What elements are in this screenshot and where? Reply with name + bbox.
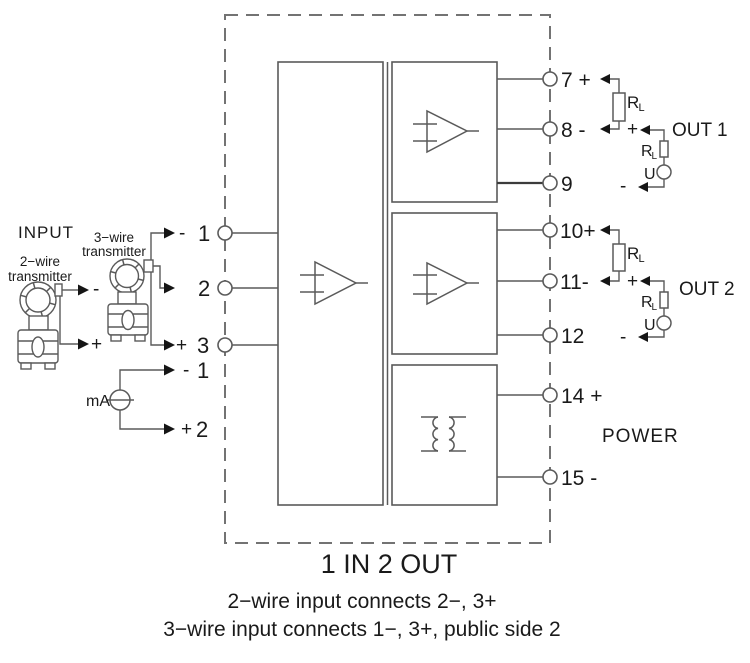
terminal-7-circle <box>542 71 558 87</box>
terminal-10-label: 10+ <box>560 220 596 243</box>
terminal-14-label: 14 + <box>561 385 602 408</box>
out1-resistor-sub: L <box>639 102 645 114</box>
terminal-8-circle <box>542 121 558 137</box>
out2-resistor2-sub: L <box>652 302 658 313</box>
ma-plus-sign: + <box>181 419 192 440</box>
terminal-2-circle <box>217 280 233 296</box>
terminal-7-label: 7 + <box>561 69 591 92</box>
arrow-right-icon <box>164 282 175 294</box>
terminal-11-label: 11- <box>560 271 589 294</box>
transmitter-2wire <box>17 281 89 370</box>
ma-source <box>106 364 175 435</box>
ma-minus-sign: - <box>183 360 189 381</box>
power-label: POWER <box>602 426 679 447</box>
transmitter-3wire-icon <box>107 258 154 342</box>
input-section-label: INPUT <box>18 223 74 242</box>
diagram-title: 1 IN 2 OUT <box>321 549 458 579</box>
transformer-icon <box>421 416 466 452</box>
terminal-1-circle <box>217 225 233 241</box>
out2-label: OUT 2 <box>679 279 735 300</box>
transmitter-2wire-label-line2: transmitter <box>8 269 72 284</box>
terminal-12-label: 12 <box>561 325 584 348</box>
opamp-icon <box>300 260 368 306</box>
arrow-right-icon <box>164 227 175 239</box>
ma-source-label: mA <box>86 393 110 410</box>
out1-load-circuit <box>600 74 672 192</box>
input-amplifier-block <box>277 61 389 506</box>
note-2wire: 2−wire input connects 2−, 3+ <box>227 590 496 613</box>
transmitter-2wire-minus-sign: - <box>93 279 99 300</box>
terminal-12-circle <box>542 327 558 343</box>
out2-voltage-source-label: U <box>644 317 656 334</box>
out1-voltage-source-label: U <box>644 166 656 183</box>
terminal-wires <box>232 78 543 478</box>
out1-resistor-label: R <box>627 93 639 112</box>
power-transformer-block <box>391 364 498 506</box>
terminal-3-circle <box>217 337 233 353</box>
out2-amplifier-block <box>391 212 498 355</box>
ma-plus-terminal: 2 <box>196 417 208 442</box>
terminal-8-label: 8 - <box>561 119 586 142</box>
ma-minus-terminal: 1 <box>197 358 209 383</box>
transmitter-2wire-plus-sign: + <box>91 334 102 355</box>
terminal-9-label: 9 <box>561 173 573 196</box>
arrow-left-icon <box>600 276 610 286</box>
out2-plus-sign: + <box>627 271 638 292</box>
arrow-left-icon <box>640 276 650 286</box>
transmitter-3wire <box>107 227 175 351</box>
transmitter-3wire-label-line1: 3−wire <box>94 230 134 245</box>
out1-minus-sign: - <box>620 176 626 197</box>
terminal-points <box>217 71 558 485</box>
voltage-source-icon <box>656 315 672 331</box>
terminal-14-circle <box>542 387 558 403</box>
transmitter-2wire-wires <box>59 284 89 350</box>
transmitter-2wire-icon <box>17 281 63 370</box>
opamp-icon <box>413 261 479 306</box>
terminal-1-label: 1 <box>198 221 210 246</box>
voltage-source-icon <box>656 164 672 180</box>
arrow-left-icon <box>638 182 648 192</box>
terminal-3-sign: + <box>176 335 187 356</box>
arrow-left-icon <box>600 74 610 84</box>
out2-load-circuit <box>600 225 672 342</box>
terminal-9-circle <box>542 175 558 191</box>
terminal-15-label: 15 - <box>561 467 597 490</box>
transmitter-2wire-label-line1: 2−wire <box>20 254 60 269</box>
load-resistor-small <box>659 140 669 158</box>
arrow-left-icon <box>640 125 650 135</box>
terminal-2-label: 2 <box>198 276 210 301</box>
arrow-left-icon <box>638 332 648 342</box>
terminal-3-label: 3 <box>197 333 209 358</box>
out2-resistor-label: R <box>627 244 639 263</box>
out1-label: OUT 1 <box>672 120 728 141</box>
terminal-11-circle <box>542 273 558 289</box>
arrow-right-icon <box>164 339 175 351</box>
arrow-right-icon <box>164 364 175 376</box>
transmitter-3wire-label-line2: transmitter <box>82 244 146 259</box>
opamp-icon <box>413 109 479 154</box>
arrow-left-icon <box>600 124 610 134</box>
out2-resistor-sub: L <box>639 253 645 265</box>
arrow-left-icon <box>600 225 610 235</box>
load-resistor <box>612 92 626 122</box>
out1-resistor2-label: R <box>641 143 653 160</box>
out1-amplifier-block <box>391 61 498 203</box>
out2-minus-sign: - <box>620 327 626 348</box>
transmitter-3wire-wires <box>150 227 175 351</box>
out2-resistor2-label: R <box>641 294 653 311</box>
note-3wire: 3−wire input connects 1−, 3+, public sid… <box>163 618 561 641</box>
terminal-15-circle <box>542 469 558 485</box>
load-resistor <box>612 243 626 272</box>
out1-resistor2-sub: L <box>652 151 658 162</box>
arrow-right-icon <box>78 338 89 350</box>
terminal-10-circle <box>542 222 558 238</box>
arrow-right-icon <box>164 423 175 435</box>
load-resistor-small <box>659 291 669 309</box>
out1-plus-sign: + <box>627 119 638 140</box>
terminal-1-sign: - <box>179 223 185 244</box>
arrow-right-icon <box>78 284 89 296</box>
